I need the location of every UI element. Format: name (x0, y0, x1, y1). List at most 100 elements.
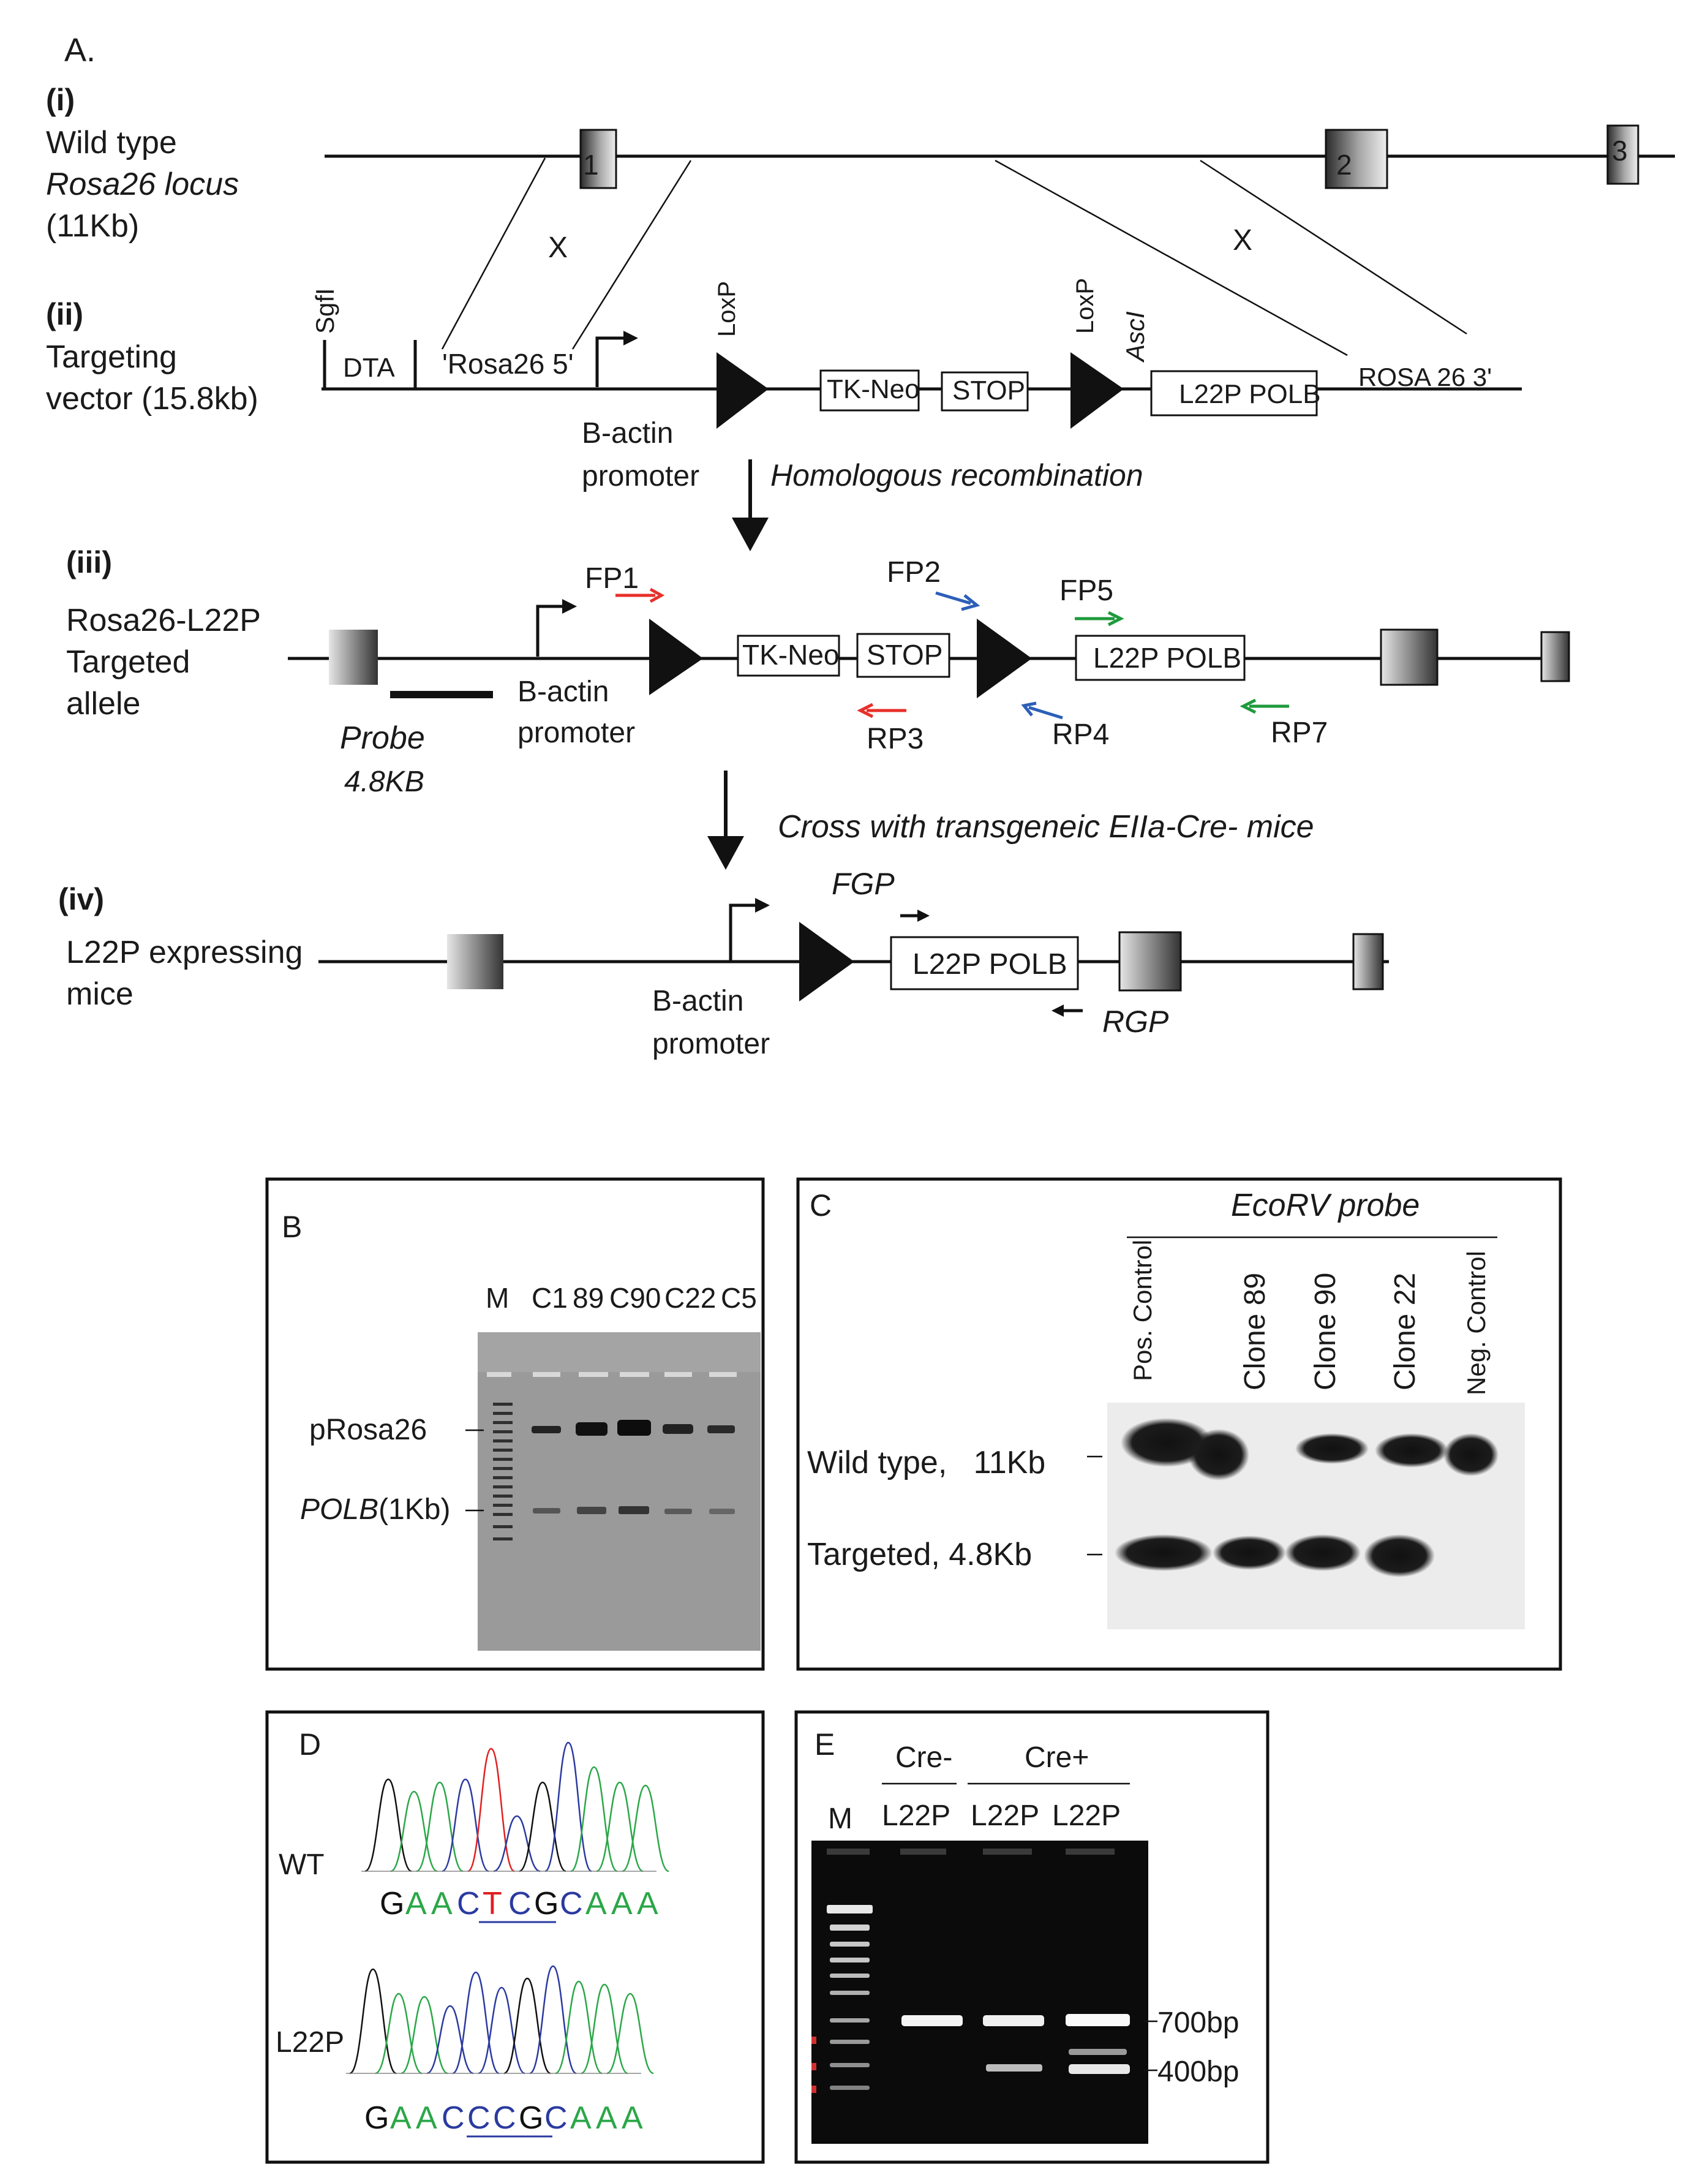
promoter-arrow-iii (536, 605, 563, 657)
blot-targeted-band (1115, 1534, 1213, 1571)
base-letter: G (534, 1886, 559, 1921)
row-label-targeted: Targeted, 4.8Kb (807, 1537, 1032, 1572)
cross-mark-right: X (1233, 224, 1252, 257)
row-iii-line2: Targeted (66, 644, 190, 680)
base-letter: G (364, 2100, 389, 2136)
tkneo-label-iii: TK-Neo (742, 639, 839, 671)
row-wild-type: (i) Wild type Rosa26 locus (11Kb) 1 2 3 … (46, 83, 1675, 356)
promoter-arrow (595, 336, 623, 387)
blot-targeted-band (1213, 1536, 1286, 1570)
band-prosa26 (707, 1425, 735, 1433)
promoter-arrowhead (623, 331, 638, 345)
sgfi-label: SgfI (310, 288, 339, 334)
chromatogram-peak (390, 1790, 438, 1872)
base-letter: C (508, 1886, 532, 1921)
chromatogram-peak (606, 1993, 654, 2075)
chromatogram-peak (478, 1986, 525, 2075)
lane-c22: C22 (664, 1282, 716, 1314)
lane-neg-control: Neg. Control (1462, 1251, 1491, 1395)
chromatogram-peak (570, 1766, 618, 1872)
row-iii-tag: (iii) (66, 545, 112, 579)
lane-pos-control: Pos. Control (1128, 1240, 1157, 1381)
base-letter: A (637, 1886, 658, 1921)
gel-wells-e (827, 1849, 1115, 1855)
band-polb (533, 1508, 560, 1514)
panel-e-frame (794, 1710, 1270, 2164)
loxp-triangle-iii-2 (977, 619, 1032, 698)
stop-box-iii (856, 633, 950, 678)
loxp-triangle-2 (1070, 352, 1124, 429)
primer-fp1: FP1 (585, 562, 639, 595)
lane-m: M (486, 1282, 509, 1314)
mut-chromatogram (346, 1965, 654, 2075)
marker-400: 400bp (1157, 2056, 1239, 2088)
polb-italic: POLB (300, 1493, 378, 1526)
probe-bar (390, 691, 493, 698)
row-iii-line1: Rosa26-L22P (66, 603, 261, 638)
row-i-line3: (11Kb) (46, 208, 139, 244)
loxp-label-1: LoxP (713, 281, 740, 337)
fgp-arrowhead (917, 910, 930, 922)
group-cre-neg: Cre- (895, 1741, 952, 1774)
panel-e: E Cre- Cre+ M L22P L22P L22P (794, 1710, 1270, 2164)
blot-wt-band (1188, 1429, 1249, 1480)
lane-89: 89 (573, 1282, 604, 1314)
base-letter: A (585, 1886, 607, 1921)
base-letter: A (405, 1886, 427, 1921)
stop-label: STOP (952, 375, 1025, 405)
chromatogram-peak (467, 1748, 515, 1872)
band-400 (1069, 2049, 1127, 2055)
base-letter: C (457, 1886, 480, 1921)
lane-e-1: L22P (882, 1800, 950, 1832)
chromatogram-peak (401, 1996, 448, 2075)
promoter-label-2: promoter (582, 460, 699, 492)
tkneo-box-iii (737, 635, 840, 677)
row-i-tag: (i) (46, 83, 75, 117)
base-letter: A (416, 2100, 437, 2136)
band-polb (709, 1509, 735, 1514)
panel-a-label: A. (64, 32, 96, 69)
l22p-box-ii (1150, 370, 1318, 417)
row-iv-tag: (iv) (58, 882, 104, 916)
l22p-label-ii: L22P POLB (1179, 379, 1321, 409)
exon-iv-right (1352, 933, 1384, 990)
primer-rgp: RGP (1102, 1005, 1169, 1039)
polb-size: (1Kb) (378, 1493, 450, 1526)
panel-c-label: C (810, 1188, 832, 1223)
chromatogram-peak (622, 1784, 669, 1872)
wt-label: WT (279, 1849, 325, 1881)
step2-arrowhead (707, 836, 744, 870)
gel-dots-e (811, 2037, 816, 2093)
base-letter: C (544, 2100, 568, 2136)
row-targeting-vector: (ii) Targeting vector (15.8kb) SgfI DTA … (46, 278, 1522, 492)
chromatogram-peak (529, 1965, 577, 2075)
crossover-line (571, 160, 692, 350)
exon-mid (1380, 628, 1439, 686)
promoter-arrowhead-iv (755, 898, 770, 913)
step1-label: Homologous recombination (770, 458, 1143, 492)
chromatogram-peak (544, 1741, 592, 1872)
lane-c5: C5 (721, 1282, 757, 1314)
tkneo-box (819, 369, 920, 412)
cross-mark-left: X (548, 232, 568, 264)
band-400 (986, 2064, 1042, 2072)
probe-label: Probe (340, 720, 425, 756)
row-iii-line3: allele (66, 686, 140, 722)
band-700 (983, 2015, 1044, 2026)
promoter-iii-1: B-actin (517, 676, 609, 708)
blot-wt-band (1375, 1433, 1448, 1468)
ladder-e (827, 1905, 873, 2090)
row-ii-tag: (ii) (46, 297, 83, 331)
rp4-arrowhead (1021, 701, 1037, 717)
lane-c90: C90 (609, 1282, 661, 1314)
stop-label-iii: STOP (867, 639, 942, 671)
rp7-arrowhead (1240, 698, 1257, 714)
panel-b-label: B (282, 1210, 302, 1244)
chromatogram-peak (426, 2005, 474, 2075)
exon-1-label: 1 (583, 149, 599, 181)
row-targeted-allele: (iii) Rosa26-L22P Targeted allele Probe … (66, 545, 1570, 798)
base-letter: A (390, 2100, 412, 2136)
base-letter: C (442, 2100, 465, 2136)
